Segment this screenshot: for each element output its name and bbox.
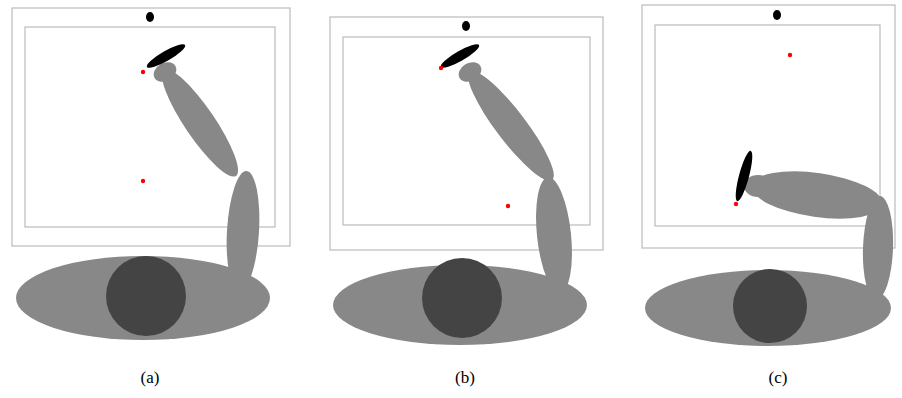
target-dot	[773, 10, 781, 20]
forearm	[749, 164, 886, 226]
body-shoulders	[645, 270, 891, 346]
stylus	[438, 41, 481, 72]
panel-label: (a)	[141, 369, 160, 388]
stylus	[732, 150, 755, 203]
red-point	[734, 202, 738, 206]
red-point	[141, 70, 145, 74]
upper-arm	[223, 170, 262, 292]
screen-frame	[642, 5, 895, 248]
red-point	[141, 179, 145, 183]
red-point	[506, 204, 510, 208]
panel-c	[642, 5, 895, 346]
forearm	[458, 63, 564, 189]
target-dot	[146, 12, 154, 22]
hand	[455, 58, 485, 86]
panel-label: (c)	[769, 369, 788, 388]
panel-a	[12, 8, 290, 340]
target-dot	[462, 21, 470, 31]
head	[422, 258, 502, 338]
red-point	[788, 53, 792, 57]
head	[106, 256, 186, 336]
panel-label: (b)	[455, 369, 475, 388]
stylus	[144, 41, 187, 72]
head	[733, 269, 807, 343]
panel-b	[330, 17, 603, 345]
red-point	[439, 66, 443, 70]
upper-arm	[531, 176, 577, 295]
